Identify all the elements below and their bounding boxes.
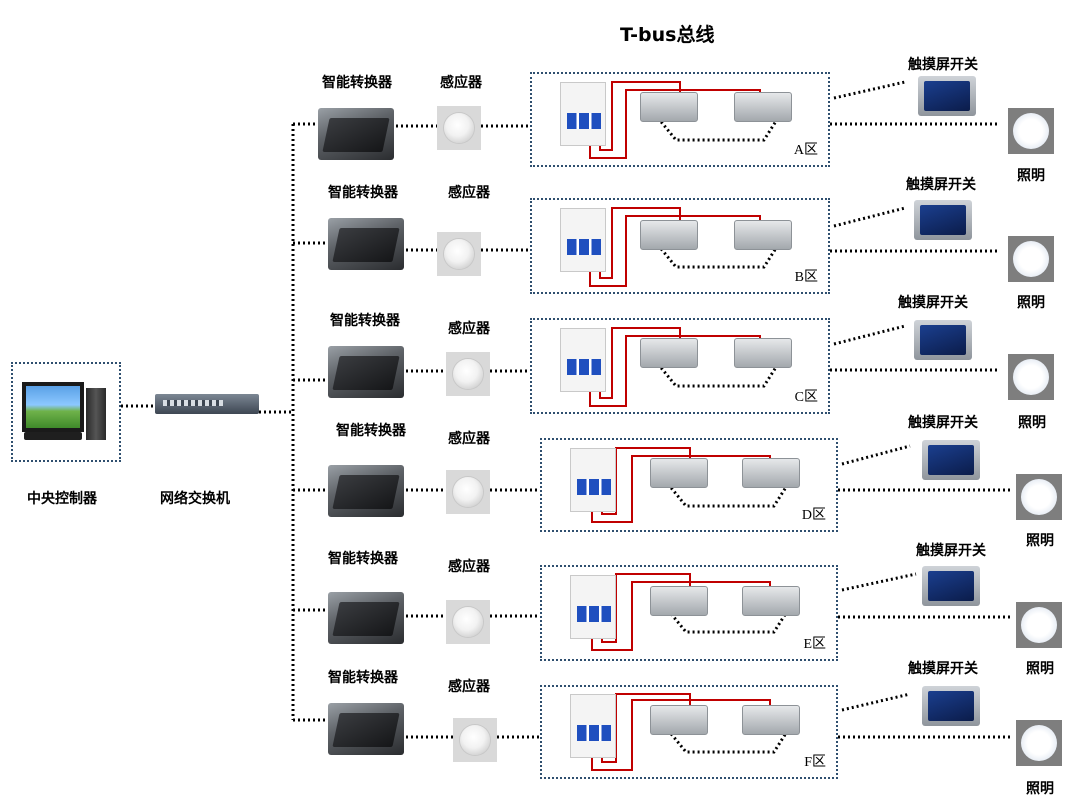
light-label: 照明 [1026, 661, 1054, 677]
sensor-icon [453, 718, 497, 762]
zone-c: C区 [530, 318, 830, 414]
dimmer-module-icon [650, 458, 708, 488]
sensor-label: 感应器 [448, 559, 490, 575]
sensor-icon [437, 106, 481, 150]
converter-icon [328, 703, 404, 755]
breaker-icon [570, 448, 616, 512]
light-label: 照明 [1017, 295, 1045, 311]
light-label: 照明 [1018, 415, 1046, 431]
dimmer-module-icon [742, 705, 800, 735]
controller-frame [11, 362, 121, 462]
pc-tower-icon [86, 388, 106, 440]
touch-panel-icon [918, 76, 976, 116]
panel-label: 触摸屏开关 [908, 57, 978, 73]
converter-label: 智能转换器 [328, 670, 398, 686]
breaker-icon [570, 575, 616, 639]
converter-label: 智能转换器 [336, 423, 406, 439]
sensor-label: 感应器 [448, 321, 490, 337]
converter-label: 智能转换器 [322, 75, 392, 91]
light-icon [1016, 602, 1062, 648]
touch-panel-icon [914, 320, 972, 360]
converter-label: 智能转换器 [328, 185, 398, 201]
panel-label: 触摸屏开关 [908, 661, 978, 677]
panel-label: 触摸屏开关 [908, 415, 978, 431]
light-label: 照明 [1026, 781, 1054, 797]
switch-label: 网络交换机 [160, 491, 230, 507]
light-icon [1008, 354, 1054, 400]
panel-label: 触摸屏开关 [898, 295, 968, 311]
touch-panel-icon [914, 200, 972, 240]
keyboard-icon [24, 432, 82, 440]
zone-label: F区 [804, 755, 826, 770]
dimmer-module-icon [734, 338, 792, 368]
converter-icon [328, 592, 404, 644]
zone-a: A区 [530, 72, 830, 167]
monitor-icon [22, 382, 84, 432]
converter-icon [328, 346, 404, 398]
diagram-title: T-bus总线 [620, 24, 715, 46]
zone-b: B区 [530, 198, 830, 294]
converter-icon [318, 108, 394, 160]
sensor-label: 感应器 [448, 185, 490, 201]
network-switch-icon [155, 394, 259, 414]
breaker-icon [560, 328, 606, 392]
dimmer-module-icon [640, 92, 698, 122]
panel-label: 触摸屏开关 [906, 177, 976, 193]
breaker-icon [560, 82, 606, 146]
sensor-label: 感应器 [448, 679, 490, 695]
zone-e: E区 [540, 565, 838, 661]
zone-f: F区 [540, 685, 838, 779]
light-icon [1008, 236, 1054, 282]
dimmer-module-icon [640, 338, 698, 368]
sensor-icon [446, 352, 490, 396]
light-icon [1016, 474, 1062, 520]
sensor-icon [446, 600, 490, 644]
zone-label: A区 [793, 143, 818, 158]
touch-panel-icon [922, 440, 980, 480]
zone-label: E区 [803, 637, 826, 652]
dimmer-module-icon [650, 705, 708, 735]
dimmer-module-icon [734, 220, 792, 250]
converter-label: 智能转换器 [330, 313, 400, 329]
light-icon [1016, 720, 1062, 766]
breaker-icon [560, 208, 606, 272]
sensor-label: 感应器 [440, 75, 482, 91]
dimmer-module-icon [650, 586, 708, 616]
breaker-icon [570, 694, 616, 758]
dimmer-module-icon [742, 586, 800, 616]
zone-d: D区 [540, 438, 838, 532]
converter-label: 智能转换器 [328, 551, 398, 567]
sensor-icon [437, 232, 481, 276]
converter-icon [328, 465, 404, 517]
light-label: 照明 [1026, 533, 1054, 549]
panel-label: 触摸屏开关 [916, 543, 986, 559]
touch-panel-icon [922, 566, 980, 606]
light-label: 照明 [1017, 168, 1045, 184]
dimmer-module-icon [734, 92, 792, 122]
sensor-label: 感应器 [448, 431, 490, 447]
dimmer-module-icon [742, 458, 800, 488]
light-icon [1008, 108, 1054, 154]
sensor-icon [446, 470, 490, 514]
controller-label: 中央控制器 [27, 491, 97, 507]
touch-panel-icon [922, 686, 980, 726]
converter-icon [328, 218, 404, 270]
dimmer-module-icon [640, 220, 698, 250]
zone-label: C区 [794, 390, 818, 405]
zone-label: B区 [794, 270, 818, 285]
zone-label: D区 [801, 508, 826, 523]
